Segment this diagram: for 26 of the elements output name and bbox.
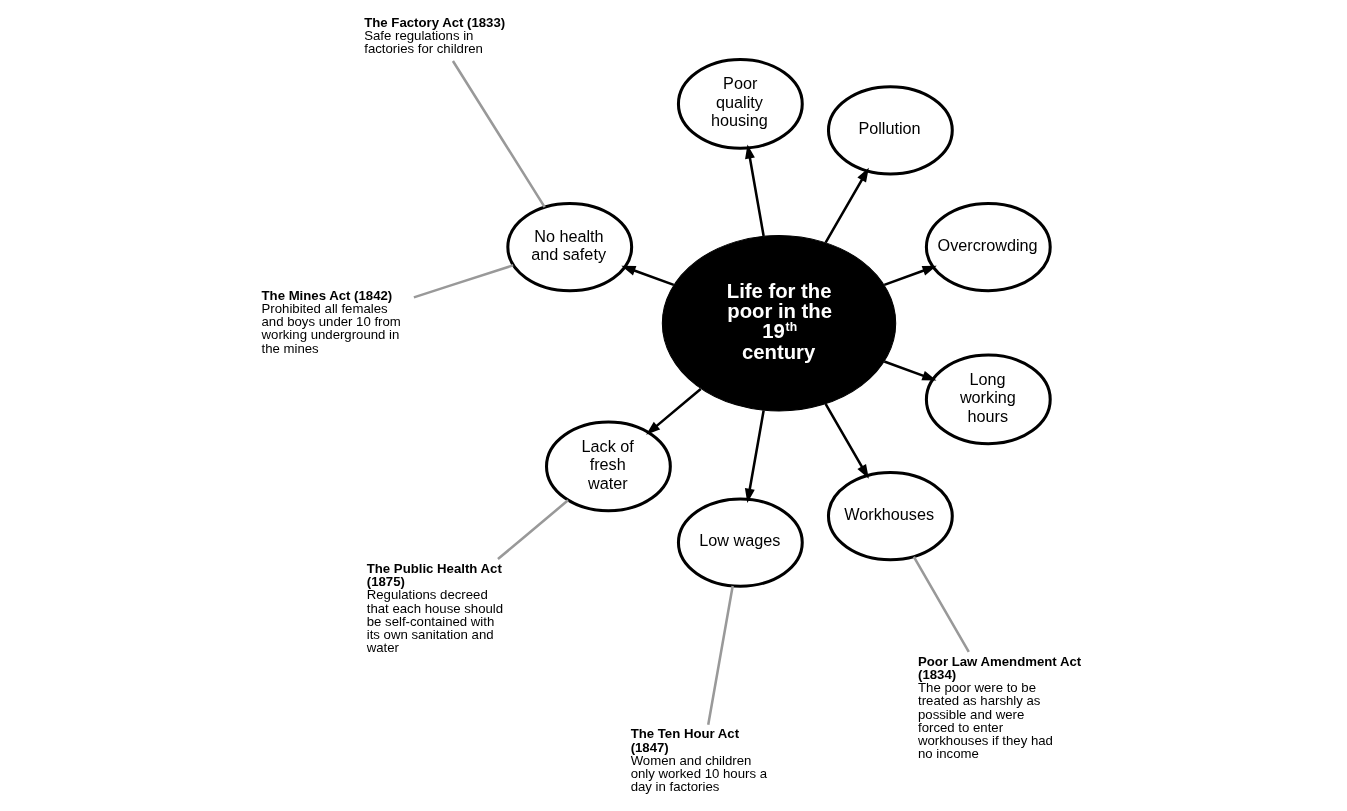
node-ellipse: Workhouses — [826, 470, 954, 561]
arrow — [621, 265, 675, 286]
arrow — [744, 409, 765, 503]
node-ellipse: Poor quality housing — [676, 57, 804, 150]
node-text: The Mines Act (1842) Prohibited all females and boys under 10 from working underground in the mines — [261, 287, 401, 356]
arrow — [745, 143, 765, 236]
node-ellipse: Overcrowding — [924, 201, 1052, 292]
arrow — [883, 359, 937, 381]
node-ellipse: Life for the poor in the 19$^{th}$ century — [661, 234, 897, 411]
node-ellipse: Long working hours — [924, 353, 1052, 445]
arrow — [824, 402, 869, 479]
connector — [912, 555, 970, 653]
node-text: The Factory Act (1833) Safe regulations in factories for children — [364, 14, 506, 56]
connector — [497, 498, 569, 560]
node-text: The Ten Hour Act (1847) Women and children only worked 10 hours a day in factories — [630, 725, 767, 794]
connector — [413, 263, 514, 299]
node-ellipse: Low wages — [676, 496, 804, 588]
node-ellipse: No health and safety — [506, 201, 634, 292]
connector — [706, 585, 734, 725]
arrow — [883, 265, 937, 286]
node-ellipse: Pollution — [826, 84, 954, 175]
arrow — [646, 387, 702, 435]
arrow — [824, 167, 869, 243]
node-text: Poor Law Amendment Act (1834) The poor were to be treated as harshly as possible and were forced to enter workhouses if they had no income — [918, 653, 1082, 761]
node-text: The Public Health Act (1875) Regulations decreed that each house should be self-contained with its own sanitation and water — [366, 560, 504, 655]
connector — [451, 59, 546, 208]
